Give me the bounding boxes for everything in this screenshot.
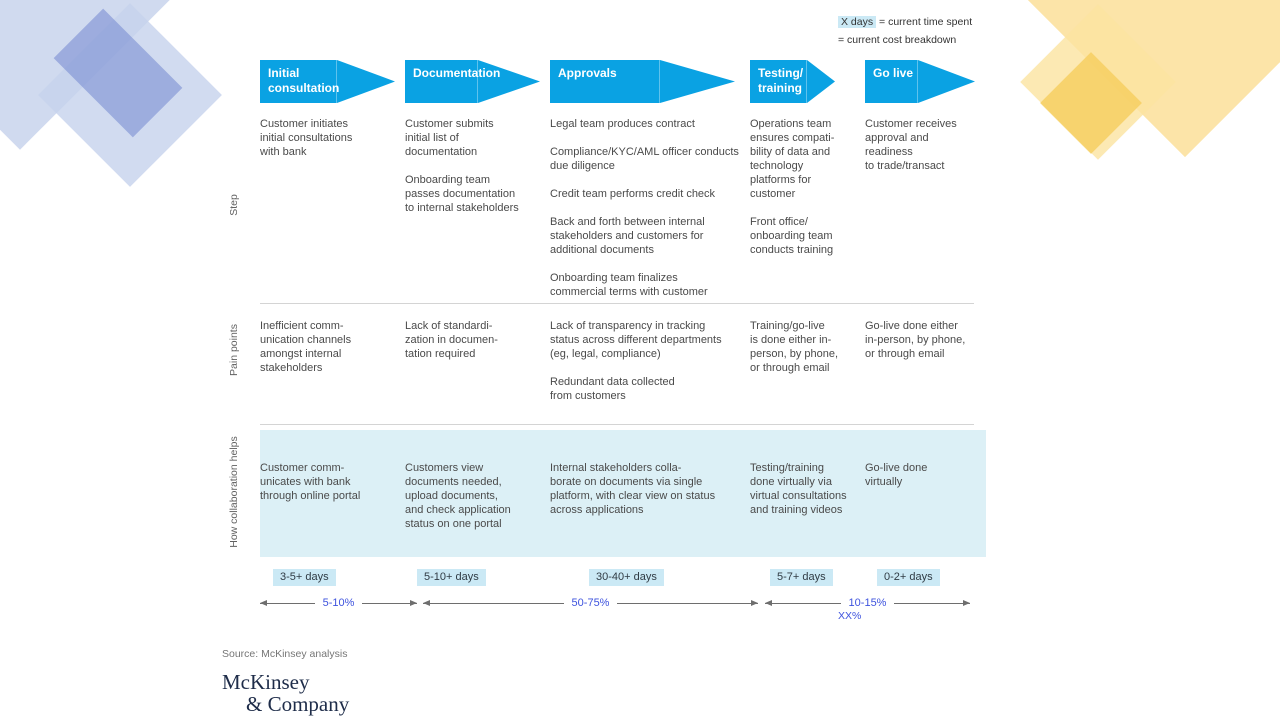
- stage-title: Go live: [873, 66, 914, 80]
- divider-pain-collab: [260, 424, 974, 425]
- stage-arrow: Testing/ training: [750, 60, 835, 103]
- span-arrow-line: [362, 599, 418, 606]
- legend-cost-value: XX%: [838, 610, 862, 622]
- stage-pain-points: Training/go-live is done either in- pers…: [750, 320, 839, 374]
- stage-title: Documentation: [413, 66, 501, 80]
- stage-approvals: Approvals Legal team produces contract C…: [550, 0, 750, 620]
- stage-pain-points: Inefficient comm- unication channels amo…: [260, 320, 352, 374]
- stage-pain-points: Lack of standardi- zation in documen- ta…: [405, 320, 498, 360]
- days-badge: 5-10+ days: [417, 569, 486, 586]
- decor-diamond-top-left-medium: [38, 3, 222, 187]
- legend-time-value: X days: [838, 16, 877, 28]
- legend-cost-row: XX% = current cost breakdown: [838, 31, 972, 622]
- stage-steps: Legal team produces contract Compliance/…: [550, 118, 739, 298]
- stage-collaboration: Testing/training done virtually via virt…: [750, 462, 847, 516]
- days-badge: 3-5+ days: [273, 569, 336, 586]
- span-arrow-line: [260, 599, 315, 606]
- decor-diamond-top-right-medium: [1020, 4, 1176, 160]
- stage-arrow: Initial consultation: [260, 60, 395, 103]
- row-label-pain-points: Pain points: [228, 324, 240, 376]
- stage-steps: Operations team ensures compati- bility …: [750, 118, 835, 256]
- stage-title: Testing/ training: [758, 66, 804, 95]
- span-arrow-line: [894, 599, 971, 606]
- logo-line2: & Company: [246, 692, 350, 716]
- decor-diamond-top-left-large: [0, 0, 190, 150]
- mckinsey-logo: McKinsey & Company: [222, 671, 349, 715]
- row-label-collaboration: How collaboration helps: [228, 436, 240, 548]
- stage-go-live: Go live Customer receives approval and r…: [865, 0, 987, 620]
- stage-title: Initial consultation: [268, 66, 340, 95]
- source-note: Source: McKinsey analysis: [222, 648, 348, 660]
- decor-diamond-top-right-large: [972, 0, 1280, 158]
- cost-span-final: 10-15%: [765, 596, 971, 610]
- stage-collaboration: Go-live done virtually: [865, 462, 928, 488]
- stage-pain-points: Lack of transparency in tracking status …: [550, 320, 722, 402]
- stage-arrow: Documentation: [405, 60, 540, 103]
- stage-title: Approvals: [558, 66, 617, 80]
- stage-steps: Customer initiates initial consultations…: [260, 118, 353, 158]
- legend-time-desc: = current time spent: [876, 16, 973, 28]
- stage-collaboration: Internal stakeholders colla- borate on d…: [550, 462, 716, 516]
- cost-span-middle: 50-75%: [423, 596, 759, 610]
- stage-testing-training: Testing/ training Operations team ensure…: [750, 0, 865, 620]
- legend: X days = current time spent XX% = curren…: [838, 13, 972, 622]
- stage-collaboration: Customers view documents needed, upload …: [405, 462, 511, 530]
- stage-arrow: Go live: [865, 60, 975, 103]
- days-badge: 0-2+ days: [877, 569, 940, 586]
- legend-time-row: X days = current time spent: [838, 13, 972, 31]
- stage-documentation: Documentation Customer submits initial l…: [405, 0, 550, 620]
- days-badge: 5-7+ days: [770, 569, 833, 586]
- span-arrow-line: [765, 599, 841, 606]
- cost-span-label: 50-75%: [571, 597, 610, 609]
- span-arrow-line: [617, 599, 759, 606]
- cost-span-initial: 5-10%: [260, 596, 418, 610]
- stage-steps: Customer submits initial list of documen…: [405, 118, 519, 214]
- stage-collaboration: Customer comm- unicates with bank throug…: [260, 462, 361, 502]
- decor-diamond-top-right-small: [1040, 52, 1142, 154]
- stage-initial-consultation: Initial consultation Customer initiates …: [260, 0, 405, 620]
- row-label-step: Step: [228, 194, 240, 216]
- stage-arrow: Approvals: [550, 60, 735, 103]
- legend-cost-desc: = current cost breakdown: [838, 34, 957, 46]
- stage-pain-points: Go-live done either in-person, by phone,…: [865, 320, 966, 360]
- span-arrow-line: [423, 599, 564, 606]
- logo-line1: McKinsey: [222, 670, 310, 694]
- collaboration-band: [260, 430, 986, 557]
- cost-span-label: 5-10%: [322, 597, 355, 609]
- cost-span-label: 10-15%: [848, 597, 887, 609]
- divider-step-pain: [260, 303, 974, 304]
- days-badge: 30-40+ days: [589, 569, 664, 586]
- decor-diamond-top-left-small: [53, 8, 183, 138]
- stage-steps: Customer receives approval and readiness…: [865, 118, 957, 172]
